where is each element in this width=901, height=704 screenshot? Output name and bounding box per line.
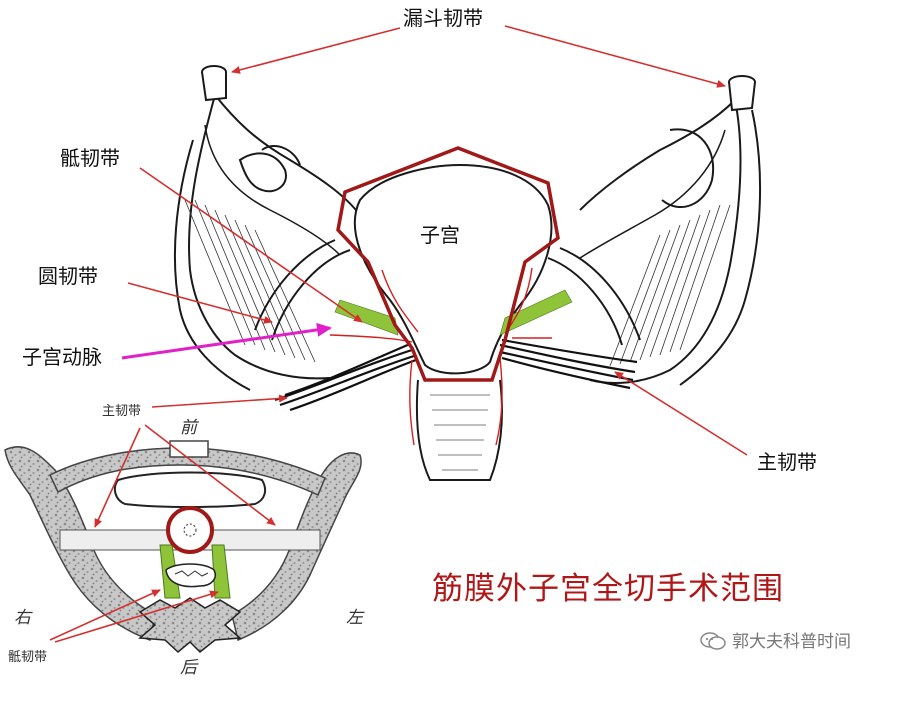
rectum-lumen xyxy=(174,570,209,577)
inset-cervix xyxy=(166,506,214,554)
label-cardinal-ligament: 主韧带 xyxy=(757,450,817,474)
arrow-uterine-artery xyxy=(121,322,332,360)
broad-ligament-left xyxy=(173,94,361,391)
sacrum xyxy=(138,597,242,654)
arrow-round xyxy=(127,282,273,324)
inset-dir-back: 后 xyxy=(180,658,197,678)
inset-dir-right: 右 xyxy=(14,608,31,628)
pointer-arrows xyxy=(49,25,748,643)
vagina-folds xyxy=(430,394,490,471)
inset-label-uterosacral: 骶韧带 xyxy=(8,650,48,665)
broad-ligament-right xyxy=(579,99,762,386)
arrow-inset-cardinal-a xyxy=(151,394,288,408)
label-uterosacral-ligament: 骶韧带 xyxy=(60,146,120,170)
ovarian-vessel-stump-right xyxy=(728,75,756,112)
inset-dir-front: 前 xyxy=(180,418,197,438)
label-uterus: 子宫 xyxy=(420,223,460,247)
ovarian-vessel-stump-left xyxy=(201,65,227,102)
watermark-text: 郭大夫科普时间 xyxy=(732,632,851,652)
diagram-title: 筋膜外子宫全切手术范围 xyxy=(432,571,784,607)
arrow-inset-uterosacral-b xyxy=(54,590,219,643)
label-uterine-artery: 子宫动脉 xyxy=(22,345,102,369)
arrow-inset-cardinal-b xyxy=(94,427,141,528)
wechat-icon xyxy=(700,632,726,650)
arrow-ifp-right xyxy=(504,25,726,88)
pelvis-cross-section xyxy=(4,440,362,654)
label-infundibulopelvic-ligament: 漏斗韧带 xyxy=(403,6,483,30)
resection-outline xyxy=(336,146,560,382)
arrow-inset-cardinal-c xyxy=(144,424,276,526)
bladder xyxy=(113,471,267,508)
round-ligaments xyxy=(254,239,641,346)
arrow-uterosacral xyxy=(139,167,363,323)
label-round-ligament: 圆韧带 xyxy=(38,264,98,288)
arrow-ifp-left xyxy=(231,27,401,74)
inset-label-cardinal: 主韧带 xyxy=(102,404,142,419)
inset-cervix-canal xyxy=(183,523,197,537)
inset-dir-left: 左 xyxy=(346,608,363,628)
arrow-inset-uterosacral-a xyxy=(49,589,161,641)
broad-ligament-hatching-right xyxy=(609,204,731,367)
symphysis xyxy=(169,440,209,458)
arrow-cardinal xyxy=(614,371,748,456)
pelvic-floor-arc xyxy=(49,447,326,497)
watermark: 郭大夫科普时间 xyxy=(700,627,851,652)
uterosacral-green xyxy=(334,289,573,336)
rectum xyxy=(165,563,216,588)
